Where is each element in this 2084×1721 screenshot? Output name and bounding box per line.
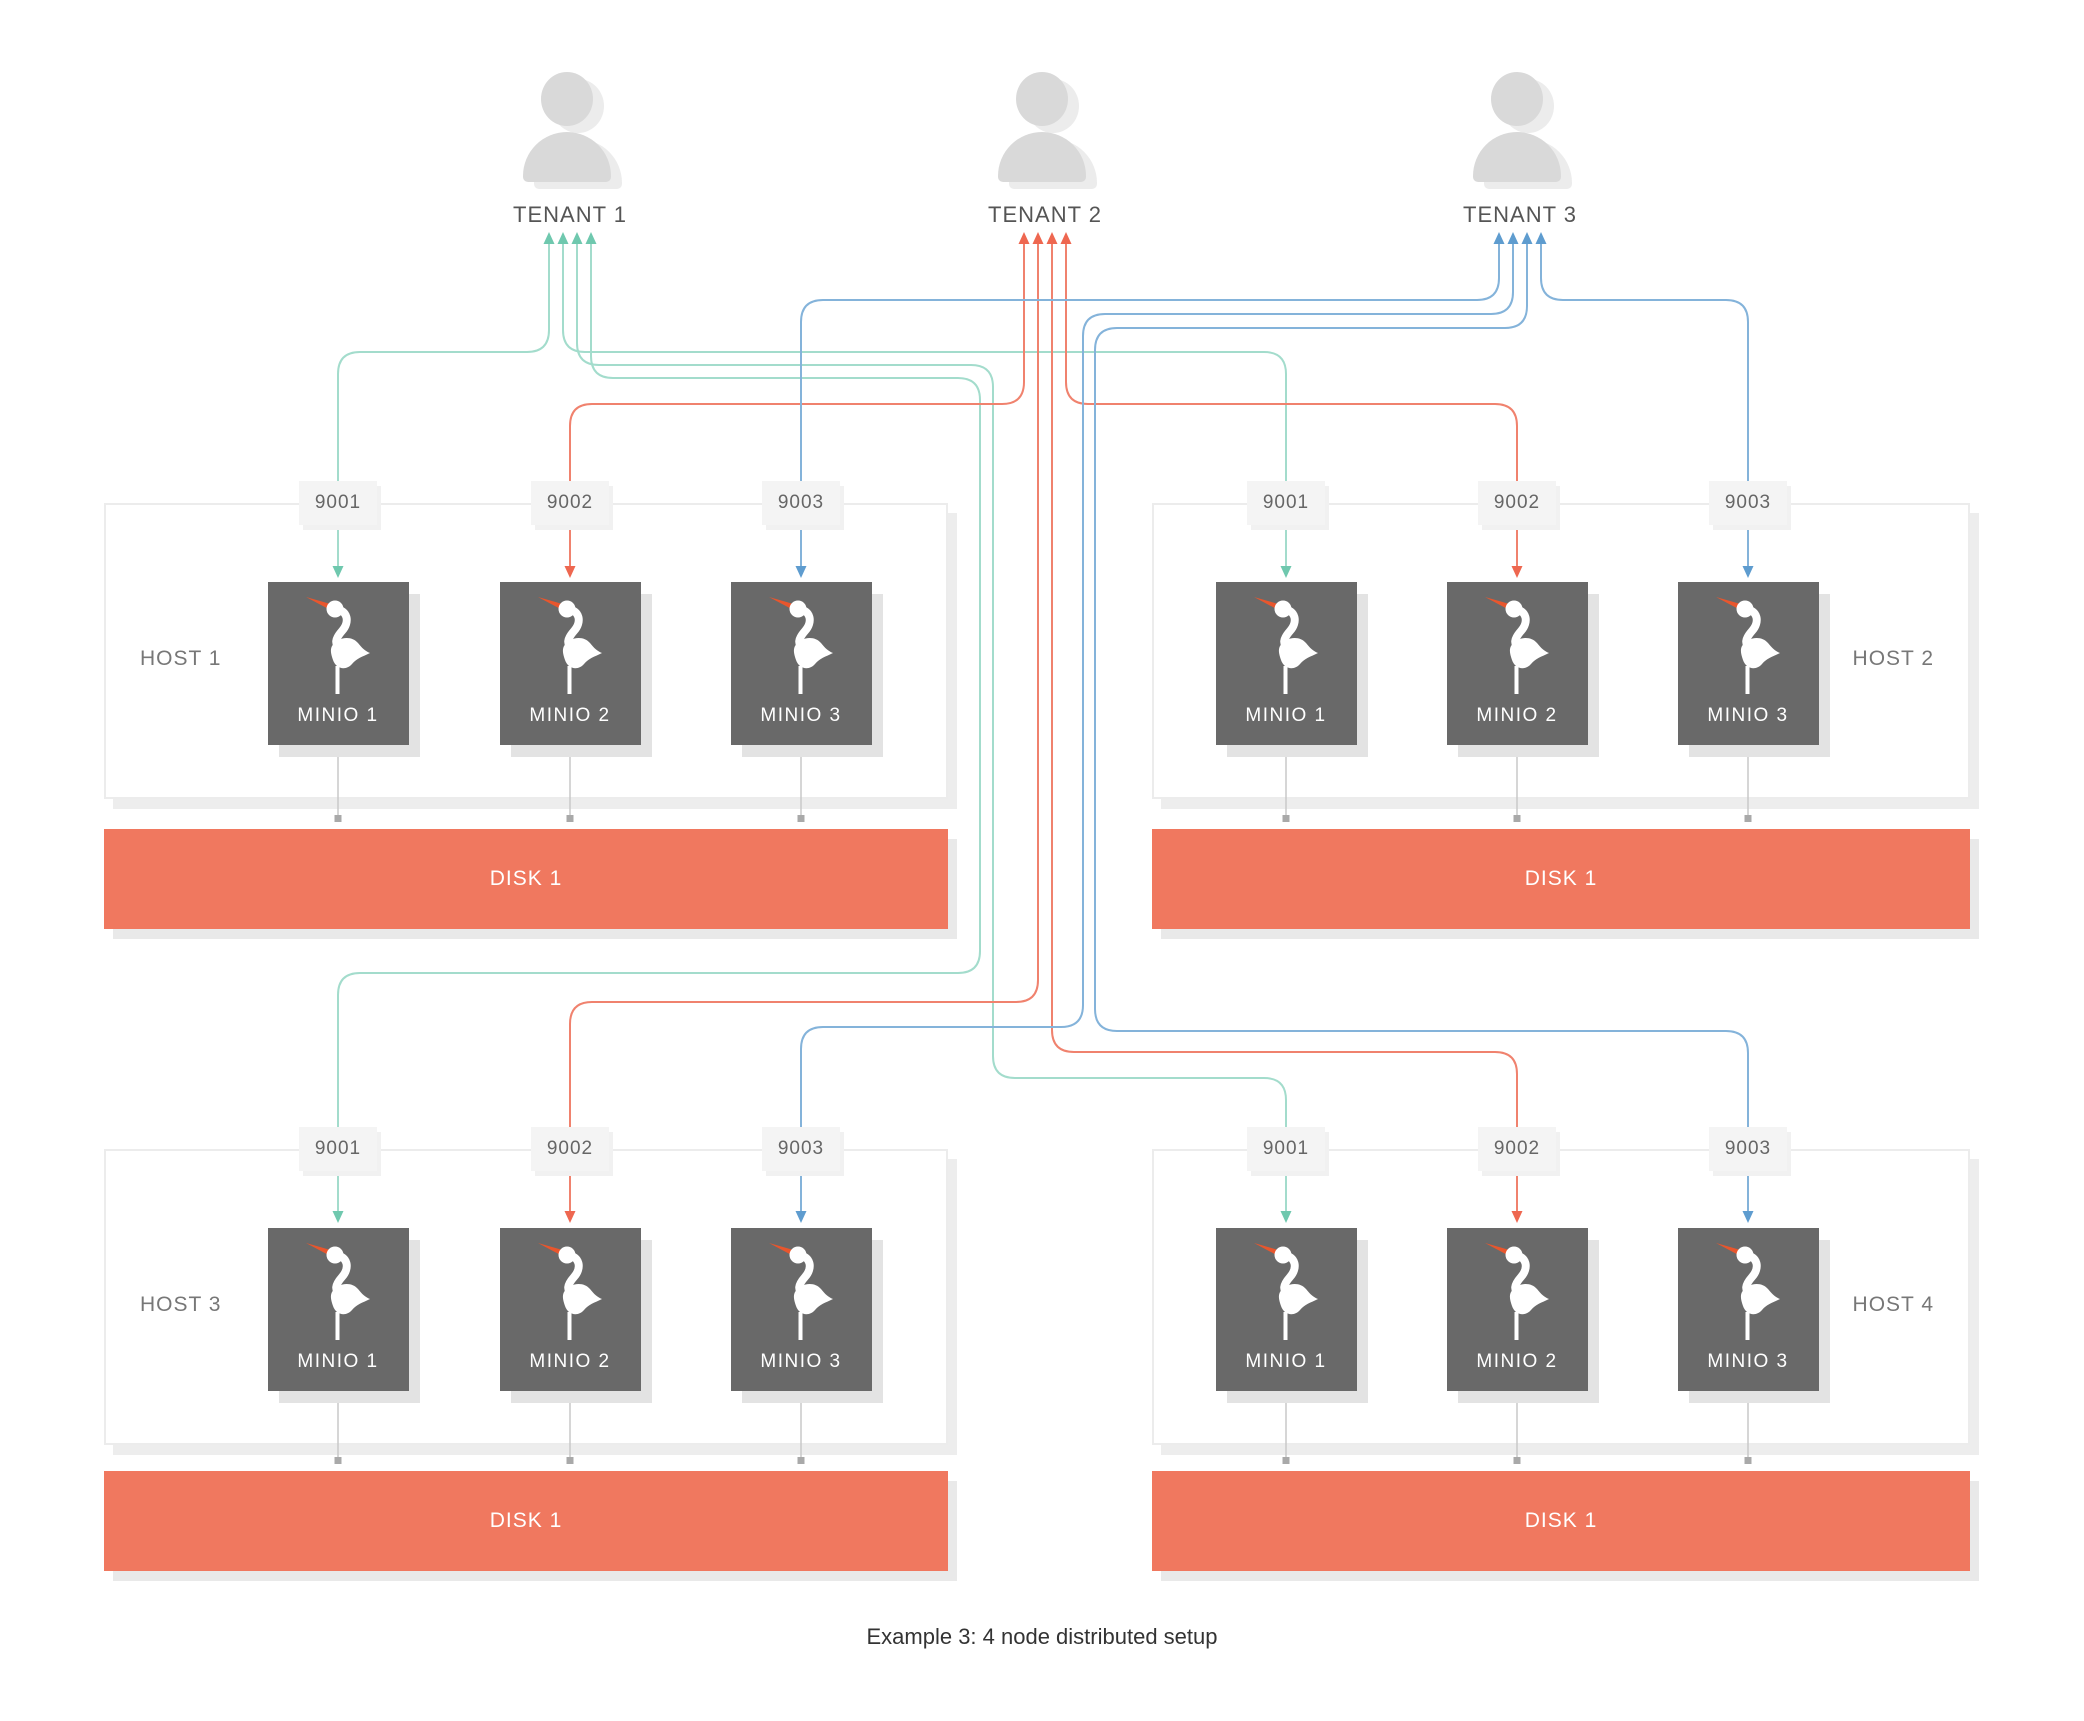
port-badge-9001: 9001 xyxy=(299,481,377,525)
disk-bar: DISK 1 xyxy=(1152,1471,1970,1571)
disk-bar: DISK 1 xyxy=(104,1471,948,1571)
tenant-person-icon xyxy=(515,72,625,189)
minio-node-label: MINIO 2 xyxy=(1476,1351,1558,1372)
disk-bar: DISK 1 xyxy=(104,829,948,929)
link-node-icon xyxy=(1513,815,1521,822)
disk-label: DISK 1 xyxy=(1524,867,1598,890)
port-badge-9002: 9002 xyxy=(531,1127,609,1171)
person-icon xyxy=(1465,72,1575,186)
minio-node: MINIO 2 xyxy=(499,1228,641,1391)
minio-node-label: MINIO 1 xyxy=(1245,705,1327,726)
link-node-icon xyxy=(797,1457,805,1464)
port-badge-9001: 9001 xyxy=(299,1127,377,1171)
minio-bird-logo-icon xyxy=(1716,597,1780,694)
minio-node: MINIO 2 xyxy=(1446,1228,1588,1391)
arrowhead-up-icon xyxy=(1507,232,1519,244)
minio-node-label: MINIO 3 xyxy=(1707,1351,1789,1372)
link-node-icon xyxy=(1282,815,1290,822)
minio-node: MINIO 2 xyxy=(1446,582,1588,745)
minio-bird-logo-icon xyxy=(1254,597,1318,694)
arrowhead-up-icon xyxy=(1018,232,1030,244)
diagram-caption: Example 3: 4 node distributed setup xyxy=(866,1624,1218,1649)
minio-node: MINIO 1 xyxy=(267,582,409,745)
link-node-icon xyxy=(1282,1457,1290,1464)
minio-node-label: MINIO 1 xyxy=(1245,1351,1327,1372)
port-badge-9003: 9003 xyxy=(762,481,840,525)
minio-bird-logo-icon xyxy=(306,597,370,694)
minio-node: MINIO 1 xyxy=(267,1228,409,1391)
arrowhead-up-icon xyxy=(1521,232,1533,244)
minio-bird-logo-icon xyxy=(769,1243,833,1340)
arrowhead-up-icon xyxy=(543,232,555,244)
link-node-icon xyxy=(566,815,574,822)
link-node-icon xyxy=(334,815,342,822)
minio-node-label: MINIO 1 xyxy=(297,1351,379,1372)
link-node-icon xyxy=(1744,815,1752,822)
link-node-icon xyxy=(334,1457,342,1464)
tenant-label: TENANT 1 xyxy=(513,202,627,227)
minio-node: MINIO 2 xyxy=(499,582,641,745)
minio-node: MINIO 3 xyxy=(730,1228,872,1391)
tenant-label: TENANT 3 xyxy=(1463,202,1577,227)
tenant-person-icon xyxy=(990,72,1100,189)
tenant-2: TENANT 2 xyxy=(945,72,1145,228)
host-label: HOST 3 xyxy=(140,1293,222,1316)
host-label: HOST 4 xyxy=(1852,1293,1934,1316)
minio-bird-logo-icon xyxy=(1485,597,1549,694)
tenant-label: TENANT 2 xyxy=(988,202,1102,227)
disk-bar: DISK 1 xyxy=(1152,829,1970,929)
link-node-icon xyxy=(566,1457,574,1464)
minio-node: MINIO 1 xyxy=(1215,1228,1357,1391)
tenant-3: TENANT 3 xyxy=(1420,72,1620,228)
minio-bird-logo-icon xyxy=(538,1243,602,1340)
minio-node-label: MINIO 2 xyxy=(529,705,611,726)
minio-node: MINIO 3 xyxy=(730,582,872,745)
arrowhead-up-icon xyxy=(1032,232,1044,244)
tenant-1: TENANT 1 xyxy=(470,72,670,228)
minio-node: MINIO 3 xyxy=(1677,1228,1819,1391)
minio-node-label: MINIO 3 xyxy=(760,1351,842,1372)
minio-bird-logo-icon xyxy=(538,597,602,694)
port-badge-9003: 9003 xyxy=(762,1127,840,1171)
host-label: HOST 1 xyxy=(140,647,222,670)
minio-bird-logo-icon xyxy=(1485,1243,1549,1340)
minio-bird-logo-icon xyxy=(769,597,833,694)
port-badge-9003: 9003 xyxy=(1709,1127,1787,1171)
arrowhead-up-icon xyxy=(585,232,597,244)
port-badge-9001: 9001 xyxy=(1247,1127,1325,1171)
link-node-icon xyxy=(797,815,805,822)
minio-bird-logo-icon xyxy=(1716,1243,1780,1340)
port-badge-9002: 9002 xyxy=(531,481,609,525)
port-badge-9001: 9001 xyxy=(1247,481,1325,525)
tenant-person-icon xyxy=(1465,72,1575,189)
minio-bird-logo-icon xyxy=(1254,1243,1318,1340)
arrowhead-up-icon xyxy=(1493,232,1505,244)
disk-label: DISK 1 xyxy=(489,1509,563,1532)
port-badge-9002: 9002 xyxy=(1478,1127,1556,1171)
person-icon xyxy=(990,72,1100,186)
port-badge-9002: 9002 xyxy=(1478,481,1556,525)
minio-node-label: MINIO 2 xyxy=(1476,705,1558,726)
minio-bird-logo-icon xyxy=(306,1243,370,1340)
host-label: HOST 2 xyxy=(1852,647,1934,670)
arrowhead-up-icon xyxy=(571,232,583,244)
arrowhead-up-icon xyxy=(557,232,569,244)
minio-node-label: MINIO 3 xyxy=(760,705,842,726)
disk-label: DISK 1 xyxy=(1524,1509,1598,1532)
link-node-icon xyxy=(1513,1457,1521,1464)
minio-node-label: MINIO 1 xyxy=(297,705,379,726)
arrowhead-up-icon xyxy=(1060,232,1072,244)
arrowhead-up-icon xyxy=(1535,232,1547,244)
person-icon xyxy=(515,72,625,186)
disk-label: DISK 1 xyxy=(489,867,563,890)
minio-node: MINIO 1 xyxy=(1215,582,1357,745)
minio-node: MINIO 3 xyxy=(1677,582,1819,745)
minio-node-label: MINIO 2 xyxy=(529,1351,611,1372)
link-node-icon xyxy=(1744,1457,1752,1464)
arrowhead-up-icon xyxy=(1046,232,1058,244)
minio-node-label: MINIO 3 xyxy=(1707,705,1789,726)
port-badge-9003: 9003 xyxy=(1709,481,1787,525)
